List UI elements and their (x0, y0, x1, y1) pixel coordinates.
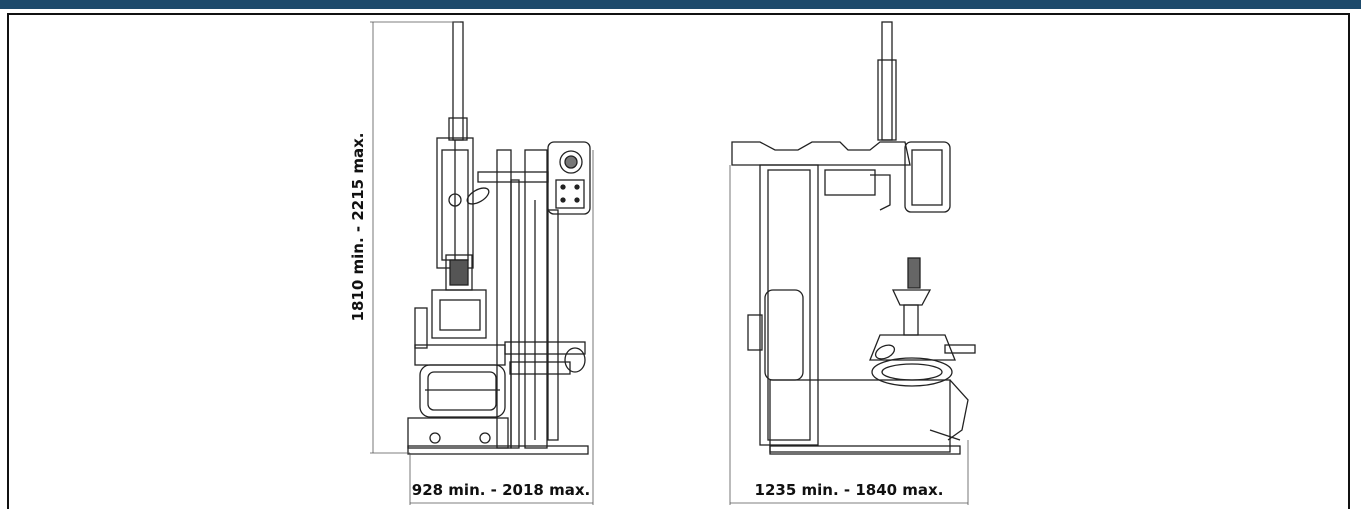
side-view-height-label: 1810 min. - 2215 max. (349, 133, 367, 322)
front-view-width-label: 1235 min. - 1840 max. (755, 481, 944, 499)
front-view-machine (731, 21, 976, 455)
drawing-frame (7, 13, 1350, 509)
dimension-lines (370, 21, 969, 505)
header-bar (0, 0, 1361, 9)
side-view-width-label: 928 min. - 2018 max. (412, 481, 590, 499)
side-view-machine (407, 21, 591, 455)
